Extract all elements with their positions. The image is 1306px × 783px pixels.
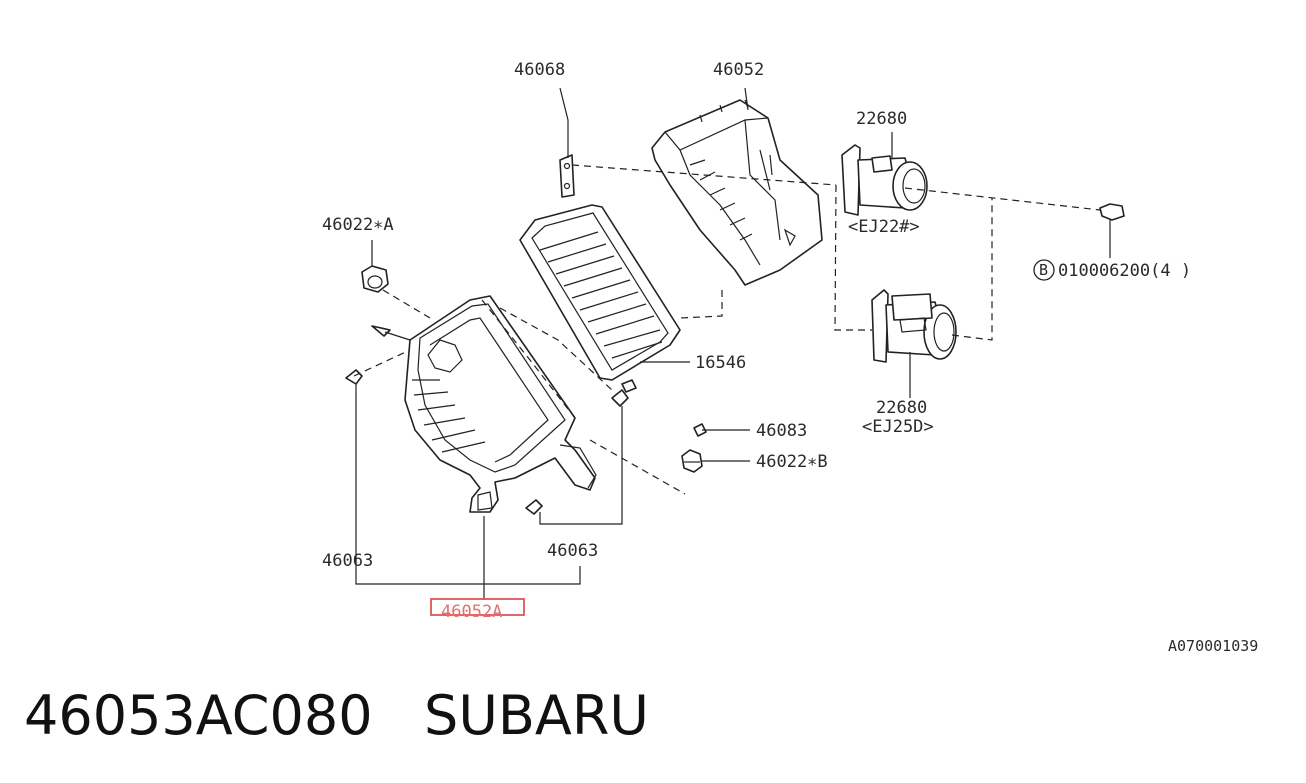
callout-46022a: 46022∗A <box>322 215 394 235</box>
upper-air-cleaner-case <box>651 99 823 286</box>
bolt-reference-circle-icon <box>1033 259 1055 281</box>
callout-46022b: 46022∗B <box>756 452 828 472</box>
callout-22680-bottom: 22680 <box>876 398 927 418</box>
grommet-46022b <box>681 449 703 473</box>
clip-46063-left <box>345 369 363 385</box>
highlight-box <box>430 598 525 616</box>
arrow-icon <box>371 325 391 337</box>
callout-bolt: 010006200(4 ) <box>1058 261 1191 281</box>
pin-46083 <box>693 423 707 437</box>
figure-code: A070001039 <box>1168 637 1258 655</box>
callout-labels: 46068 46052 22680 <EJ22#> 46022∗A 16546 … <box>322 60 1258 655</box>
grommet-46022a <box>361 265 389 293</box>
callout-16546: 16546 <box>695 353 746 373</box>
lower-air-cleaner-case <box>404 295 597 513</box>
air-filter-element <box>519 204 681 381</box>
callout-46068: 46068 <box>514 60 565 80</box>
callout-22680-top: 22680 <box>856 109 907 129</box>
clip-46068 <box>559 154 575 198</box>
bolt <box>1099 203 1125 221</box>
leader-lines <box>355 87 1111 600</box>
callout-22680-top-variant: <EJ22#> <box>848 217 920 237</box>
callout-46063-left: 46063 <box>322 551 373 571</box>
callout-22680-bottom-variant: <EJ25D> <box>862 417 934 437</box>
airflow-sensor-ej22 <box>841 144 928 216</box>
callout-46063-right: 46063 <box>547 541 598 561</box>
callout-46052a: 46052A <box>441 602 502 622</box>
airflow-sensor-ej25 <box>871 289 957 363</box>
assembly-dashed-lines <box>353 164 1101 495</box>
part-number-caption: 46053AC080 SUBARU <box>24 684 649 747</box>
callout-46052: 46052 <box>713 60 764 80</box>
clip-46063-right-b <box>525 499 543 515</box>
clip-46063-right-a <box>611 379 637 407</box>
bolt-reference-circle-letter: B <box>1039 261 1048 279</box>
callout-46083: 46083 <box>756 421 807 441</box>
